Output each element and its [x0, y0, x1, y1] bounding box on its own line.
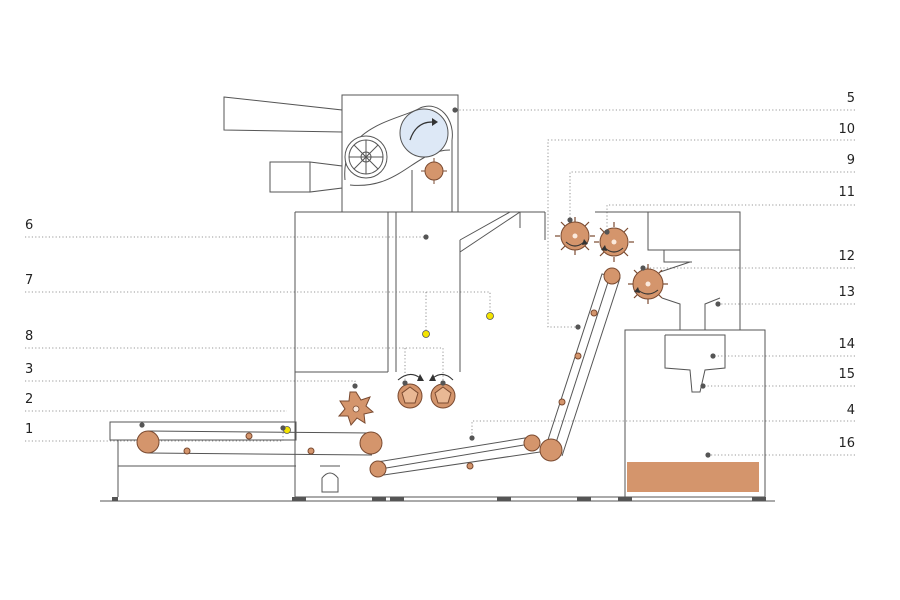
spiked-roller-9 — [555, 217, 595, 255]
label-1: 1 — [25, 422, 33, 437]
sensors — [283, 312, 494, 434]
label-7: 7 — [25, 273, 33, 288]
sensor-7b — [486, 312, 494, 320]
leader-7 — [25, 291, 491, 312]
dot-8b — [440, 380, 446, 386]
feed-roller-right — [359, 431, 383, 455]
lower-idler-1 — [466, 462, 474, 470]
label-15: 15 — [838, 367, 855, 382]
fan-wheel — [344, 135, 388, 179]
label-4: 4 — [847, 403, 855, 418]
dot-6 — [423, 234, 429, 240]
dot-13 — [715, 301, 721, 307]
incline-idler-1 — [558, 398, 566, 406]
sensor-7a — [422, 330, 430, 338]
pointer-dots — [139, 107, 721, 458]
waste-bin — [627, 462, 759, 492]
dot-1b — [139, 422, 145, 428]
incline-bottom-roller — [539, 438, 563, 462]
machine-feet — [112, 497, 766, 501]
dot-12 — [640, 265, 646, 271]
dot-16 — [705, 452, 711, 458]
inclined-conveyor — [543, 273, 621, 457]
label-13: 13 — [838, 285, 855, 300]
label-2: 2 — [25, 392, 33, 407]
label-12: 12 — [838, 249, 855, 264]
suction-drum — [399, 108, 449, 158]
dot-9 — [567, 217, 573, 223]
leader-8 — [25, 347, 444, 382]
spiked-roller-11 — [594, 222, 634, 262]
dot-1 — [280, 425, 286, 431]
opening-roller-right — [429, 373, 456, 409]
dot-4 — [469, 435, 475, 441]
outlet-chute — [320, 465, 340, 493]
incline-idler-2 — [574, 352, 582, 360]
leader-9 — [569, 171, 855, 218]
label-11: 11 — [838, 185, 855, 200]
lower-conveyor — [376, 436, 541, 477]
spiked-roller-12 — [628, 264, 668, 304]
dot-14 — [710, 353, 716, 359]
feed-idler-3 — [307, 447, 315, 455]
dot-15 — [700, 383, 706, 389]
star-beater — [337, 391, 375, 426]
leader-3 — [25, 380, 356, 386]
label-14: 14 — [838, 337, 855, 352]
feed-idler-1 — [183, 447, 191, 455]
opening-roller-left — [397, 373, 424, 409]
label-16: 16 — [838, 436, 855, 451]
dot-8a — [402, 380, 408, 386]
number-labels: 1 2 3 6 7 8 5 10 9 11 12 13 14 15 4 16 — [25, 91, 855, 451]
dot-11 — [604, 229, 610, 235]
dot-3 — [352, 383, 358, 389]
lower-conveyor-roller — [369, 460, 387, 478]
lower-conveyor-roller-2 — [523, 434, 541, 452]
label-3: 3 — [25, 362, 33, 377]
right-housing — [595, 211, 766, 498]
rollers — [136, 267, 621, 478]
label-6: 6 — [25, 218, 33, 233]
leader-11 — [606, 204, 855, 232]
leader-1 — [25, 430, 284, 442]
feed-idler-2 — [245, 432, 253, 440]
leader-lines — [25, 109, 855, 456]
incline-top-roller — [603, 267, 621, 285]
leader-10 — [547, 139, 855, 328]
dot-5 — [452, 107, 458, 113]
label-5: 5 — [847, 91, 855, 106]
feed-roller-left — [136, 430, 160, 454]
label-8: 8 — [25, 329, 33, 344]
incline-idler-3 — [590, 309, 598, 317]
top-small-spiked-roller — [421, 158, 447, 184]
dot-10 — [575, 324, 581, 330]
label-10: 10 — [838, 122, 855, 137]
label-9: 9 — [847, 153, 855, 168]
